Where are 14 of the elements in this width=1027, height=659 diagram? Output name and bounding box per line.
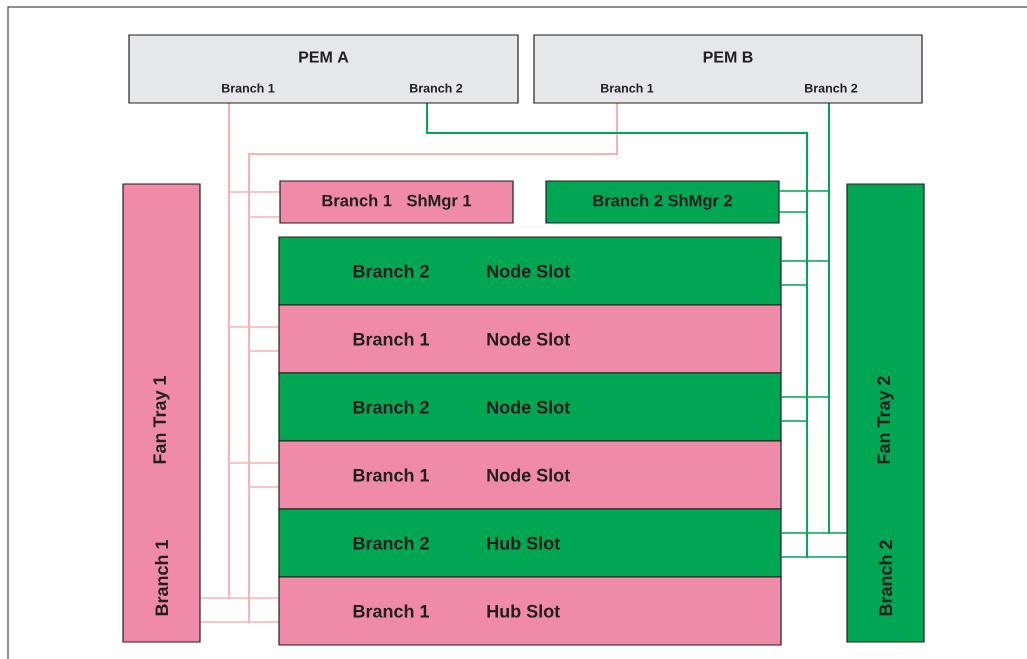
fan-tray-box: Branch 2 Fan Tray 2 — [846, 183, 925, 643]
power-module-box: PEM A Branch 1 Branch 2 — [128, 34, 519, 104]
shelf-manager-box: Branch 1 ShMgr 1 — [279, 180, 514, 224]
slot-box: Branch 1 Node Slot — [278, 440, 782, 510]
shelf-manager-box: Branch 2 ShMgr 2 — [545, 180, 780, 224]
slot-box: Branch 2 Hub Slot — [278, 508, 782, 578]
wire — [828, 102, 848, 534]
wire — [199, 102, 230, 599]
slot-box: Branch 1 Hub Slot — [278, 576, 782, 646]
slot-box: Branch 2 Node Slot — [278, 372, 782, 442]
slot-box: Branch 1 Node Slot — [278, 304, 782, 374]
slot-box: Branch 2 Node Slot — [278, 236, 782, 306]
power-module-box: PEM B Branch 1 Branch 2 — [533, 34, 923, 104]
fan-tray-box: Branch 1 Fan Tray 1 — [122, 183, 201, 643]
